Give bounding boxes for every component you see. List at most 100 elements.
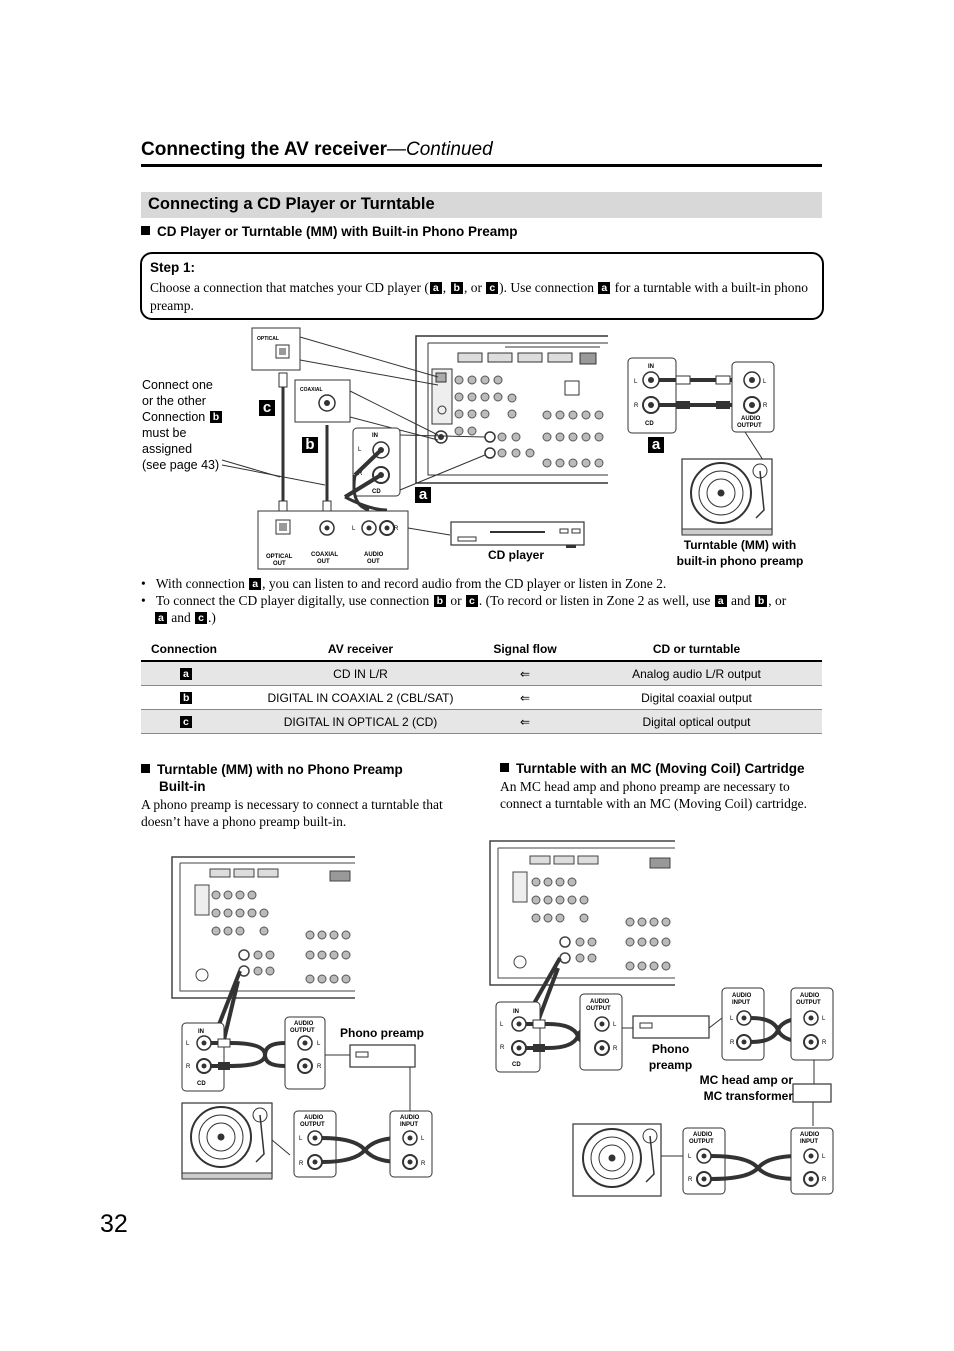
svg-text:AUDIO: AUDIO [741,416,761,422]
svg-text:CD: CD [372,489,381,495]
header-rule [141,164,822,167]
diagram-3-svg: IN CD L R AUDIO OUTPUT L R [489,840,834,1197]
svg-text:AUDIO: AUDIO [400,1115,420,1121]
svg-text:R: R [394,526,399,532]
svg-text:OUT: OUT [367,559,380,565]
svg-text:L: L [421,1136,425,1142]
svg-text:AUDIO: AUDIO [732,993,752,999]
svg-text:AUDIO: AUDIO [800,1132,820,1138]
svg-text:L: L [613,1022,617,1028]
bullet-1: • With connection a, you can listen to a… [141,576,667,591]
subheading-builtin-preamp: CD Player or Turntable (MM) with Built-i… [141,224,518,239]
step-title: Step 1: [150,260,196,275]
table-row: a CD IN L/R ⇐ Analog audio L/R output [141,661,822,686]
no-preamp-text: A phono preamp is necessary to connect a… [141,797,443,829]
letter-c-marker: c [259,400,275,416]
square-bullet-icon [141,764,150,773]
subheading-no-preamp: Turntable (MM) with no Phono Preamp Buil… [141,761,403,795]
svg-text:INPUT: INPUT [800,1139,818,1145]
mc-amp-input-callout: AUDIO INPUT L R [790,1127,834,1195]
bullet-2: • To connect the CD player digitally, us… [141,593,787,608]
cd-in-connector-callout: IN CD L R [343,427,486,499]
svg-text:INPUT: INPUT [400,1122,418,1128]
svg-text:CD: CD [197,1081,206,1087]
mc-cartridge-diagram: IN CD L R AUDIO OUTPUT L R [488,838,838,1198]
phono-preamp-input-callout: AUDIO INPUT L R [389,1110,433,1178]
letter-b-marker: b [302,437,318,453]
turntable-audio-output-callout: L R AUDIO OUTPUT [731,361,775,464]
svg-text:CD: CD [512,1062,521,1068]
phono-preamp-device [349,1044,416,1115]
table-row: b DIGITAL IN COAXIAL 2 (CBL/SAT) ⇐ Digit… [141,685,822,710]
svg-text:L: L [186,1041,190,1047]
phono-preamp-device [632,1015,723,1039]
svg-text:AUDIO: AUDIO [294,1021,314,1027]
table-header-row: Connection AV receiver Signal flow CD or… [141,638,822,662]
phono-preamp-label: Phono preamp [648,1042,693,1072]
svg-text:OUTPUT: OUTPUT [737,423,762,429]
svg-text:R: R [358,471,363,477]
phono-preamp-label: Phono preamp [340,1026,425,1040]
page-number: 32 [100,1210,128,1238]
turntable-audio-output-callout: AUDIO OUTPUT L R [682,1127,799,1195]
coaxial-connector-callout: COAXIAL [294,379,439,441]
svg-text:R: R [500,1045,505,1051]
svg-text:R: R [421,1161,426,1167]
header-continued: —Continued [387,139,493,160]
svg-text:CD: CD [645,421,654,427]
svg-text:OUT: OUT [317,559,330,565]
square-bullet-icon [141,226,150,235]
mc-cartridge-text: An MC head amp and phono preamp are nece… [500,779,808,811]
svg-text:L: L [358,447,362,453]
svg-text:L: L [634,379,638,385]
svg-text:IN: IN [198,1029,204,1035]
svg-text:L: L [688,1154,692,1160]
mc-head-amp-label: MC head amp or MC transformer [699,1073,793,1103]
step-box: Step 1: Choose a connection that matches… [140,252,824,320]
av-receiver-rear-panel [489,840,675,986]
optical-label: OPTICAL [257,336,279,342]
turntable-label: Turntable (MM) with built-in phono pream… [676,538,804,568]
svg-text:L: L [822,1154,826,1160]
receiver-cd-in-callout-right: IN CD L R [627,357,735,434]
turntable-illustration [572,1123,683,1197]
svg-text:R: R [186,1064,191,1070]
svg-text:R: R [317,1064,322,1070]
svg-text:L: L [299,1136,303,1142]
mc-amp-output-callout: AUDIO OUTPUT L R [790,987,834,1084]
av-receiver-rear-panel [415,335,608,484]
bullet-2-cont: a and c.) [141,609,826,626]
connect-one-note: Connect one or the other Connection b mu… [142,377,223,473]
svg-text:L: L [352,526,356,532]
svg-text:R: R [822,1177,827,1183]
svg-text:AUDIO: AUDIO [590,999,610,1005]
svg-text:R: R [299,1161,304,1167]
svg-text:OUTPUT: OUTPUT [689,1139,714,1145]
svg-text:R: R [822,1040,827,1046]
svg-text:R: R [763,403,768,409]
letter-a-marker: a [415,487,431,503]
svg-text:AUDIO: AUDIO [800,993,820,999]
svg-text:AUDIO: AUDIO [693,1132,713,1138]
svg-text:INPUT: INPUT [732,1000,750,1006]
svg-text:OPTICAL: OPTICAL [266,554,293,560]
svg-text:L: L [730,1016,734,1022]
cd-player-label: CD player [487,548,545,562]
svg-text:OUTPUT: OUTPUT [586,1006,611,1012]
svg-text:R: R [688,1177,693,1183]
section-title-bar: Connecting a CD Player or Turntable [141,192,822,218]
svg-text:L: L [763,379,767,385]
svg-text:L: L [822,1016,826,1022]
subheading-mc-cartridge: Turntable with an MC (Moving Coil) Cartr… [500,761,805,776]
cd-turntable-connection-diagram: OPTICAL COAXIAL IN CD L R [140,325,830,575]
phono-preamp-output-callout: AUDIO OUTPUT L R [579,993,633,1071]
svg-text:OUTPUT: OUTPUT [290,1028,315,1034]
svg-text:R: R [613,1046,618,1052]
bullet-list: • With connection a, you can listen to a… [141,575,826,626]
receiver-cd-in-callout: IN CD L R [181,1022,286,1092]
table-row: c DIGITAL IN OPTICAL 2 (CD) ⇐ Digital op… [141,709,822,734]
optical-connector-callout: OPTICAL [251,327,439,386]
mc-head-amp-device [792,1083,832,1126]
av-receiver-rear-panel [171,856,355,999]
letter-a-marker-turntable: a [648,437,664,453]
